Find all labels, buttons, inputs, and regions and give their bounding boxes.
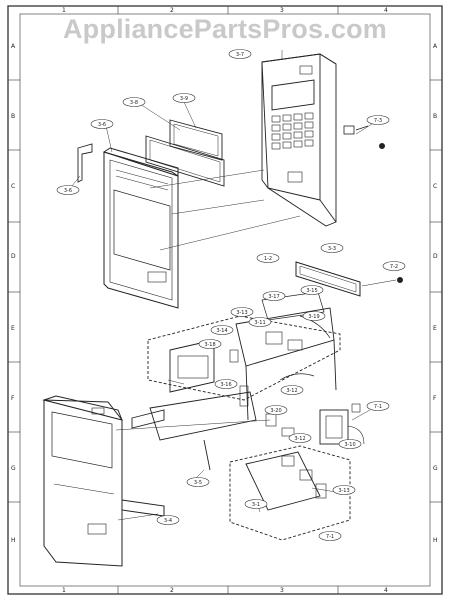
- svg-text:3-20: 3-20: [270, 408, 281, 414]
- callout-door-frame: 3-7: [228, 49, 252, 59]
- col-mark-4-bottom: 4: [384, 587, 388, 594]
- callout-side-strip: 3-6: [56, 185, 80, 195]
- callout-bracket-rail: 3-3: [320, 243, 344, 253]
- drawing-frame: [7, 5, 443, 595]
- callout-a1: 3-17: [262, 291, 286, 301]
- svg-text:7-3: 7-3: [374, 118, 382, 124]
- svg-text:3-6: 3-6: [98, 122, 106, 128]
- row-mark-f-right: F: [433, 395, 437, 402]
- lower-board-part: [229, 445, 351, 541]
- col-mark-2-bottom: 2: [170, 587, 174, 594]
- row-mark-g-right: G: [433, 465, 438, 472]
- svg-text:3-1: 3-1: [252, 502, 260, 508]
- leader-lines-bottom: [115, 379, 371, 521]
- control-panel-part: [102, 147, 179, 309]
- col-mark-4: 4: [384, 7, 388, 14]
- svg-text:7-1: 7-1: [374, 404, 382, 410]
- callout-b2: 3-12: [288, 433, 312, 443]
- screw-parts-top: [343, 125, 385, 149]
- column-marks: 1 2 3 4 1 2 3 4: [62, 7, 388, 594]
- svg-text:3-10: 3-10: [344, 442, 355, 448]
- callout-a5: 3-18: [198, 339, 222, 349]
- callout-a3: 3-13: [230, 307, 254, 317]
- row-mark-b-right: B: [433, 113, 437, 120]
- svg-text:3-13: 3-13: [236, 310, 247, 316]
- svg-text:3-14: 3-14: [216, 328, 227, 334]
- callout-assembly: 1-2: [256, 253, 280, 263]
- svg-text:3-12: 3-12: [286, 388, 297, 394]
- svg-text:3-19: 3-19: [308, 314, 319, 320]
- callout-a8: 3-16: [214, 379, 238, 389]
- row-mark-h-right: H: [433, 537, 438, 544]
- svg-text:3-13: 3-13: [338, 488, 349, 494]
- callouts: 3-7 3-9 3-8 3-6 3-6 7-3 3-3 7-2 1-2 3-17…: [56, 49, 406, 541]
- callout-screw-rail: 7-2: [382, 261, 406, 271]
- svg-text:3-18: 3-18: [204, 342, 215, 348]
- callout-a7: 3-19: [302, 311, 326, 321]
- row-mark-c: C: [11, 183, 15, 190]
- callout-a2: 3-15: [300, 285, 324, 295]
- callout-a10: 3-20: [264, 405, 288, 415]
- callout-a4: 3-14: [210, 325, 234, 335]
- svg-text:3-5: 3-5: [194, 480, 202, 486]
- row-mark-h: H: [11, 537, 16, 544]
- row-marks: A B C D E F G H A B C D E F G H: [11, 43, 438, 544]
- callout-b5: 3-5: [186, 477, 210, 487]
- door-frame-part: [261, 53, 337, 227]
- row-mark-b: B: [11, 113, 15, 120]
- svg-text:1-2: 1-2: [264, 256, 272, 262]
- bracket-rail-part: [295, 261, 403, 297]
- svg-text:3-11: 3-11: [254, 320, 265, 326]
- frame-ticks: [8, 6, 442, 594]
- svg-text:3-17: 3-17: [268, 294, 279, 300]
- callout-b4: 3-1: [244, 499, 268, 509]
- row-mark-a: A: [11, 43, 16, 50]
- row-mark-e: E: [11, 325, 15, 332]
- svg-text:3-9: 3-9: [180, 96, 188, 102]
- col-mark-3: 3: [280, 7, 284, 14]
- callout-a9: 3-12: [280, 385, 304, 395]
- motor-parts: [265, 403, 365, 445]
- svg-text:7-2: 7-2: [390, 264, 398, 270]
- col-mark-1: 1: [62, 7, 66, 14]
- callout-motor: 7-1: [366, 401, 390, 411]
- svg-text:3-12: 3-12: [294, 436, 305, 442]
- row-mark-f: F: [11, 395, 15, 402]
- svg-text:3-7: 3-7: [236, 52, 244, 58]
- svg-text:7-1: 7-1: [326, 534, 334, 540]
- svg-text:3-8: 3-8: [130, 100, 138, 106]
- callout-inner-film: 3-8: [122, 97, 146, 107]
- film-parts: [145, 119, 225, 187]
- side-strip-part: [77, 143, 93, 183]
- lower-door-panel-part: [42, 395, 165, 567]
- callout-b7: 7-1: [318, 531, 342, 541]
- col-mark-1-bottom: 1: [62, 587, 66, 594]
- row-mark-a-right: A: [433, 43, 438, 50]
- svg-text:3-16: 3-16: [220, 382, 231, 388]
- callout-b6: 3-4: [156, 515, 180, 525]
- row-mark-g: G: [11, 465, 16, 472]
- callout-b1: 3-10: [338, 439, 362, 449]
- leader-lines-top: [71, 50, 373, 251]
- callout-control-panel: 3-6: [90, 119, 114, 129]
- callout-b3: 3-13: [332, 485, 356, 495]
- svg-text:3-15: 3-15: [306, 288, 317, 294]
- watermark-text: AppliancePartsPros.com: [62, 14, 387, 44]
- row-mark-d: D: [11, 253, 16, 260]
- svg-text:3-3: 3-3: [328, 246, 336, 252]
- callout-a6: 3-11: [248, 317, 272, 327]
- row-mark-e-right: E: [433, 325, 437, 332]
- row-mark-c-right: C: [433, 183, 437, 190]
- callout-screw-top: 7-3: [366, 115, 390, 125]
- col-mark-2: 2: [170, 7, 174, 14]
- svg-text:3-6: 3-6: [64, 188, 72, 194]
- col-mark-3-bottom: 3: [280, 587, 284, 594]
- svg-text:3-4: 3-4: [164, 518, 172, 524]
- row-mark-d-right: D: [433, 253, 438, 260]
- callout-outer-film: 3-9: [172, 93, 196, 103]
